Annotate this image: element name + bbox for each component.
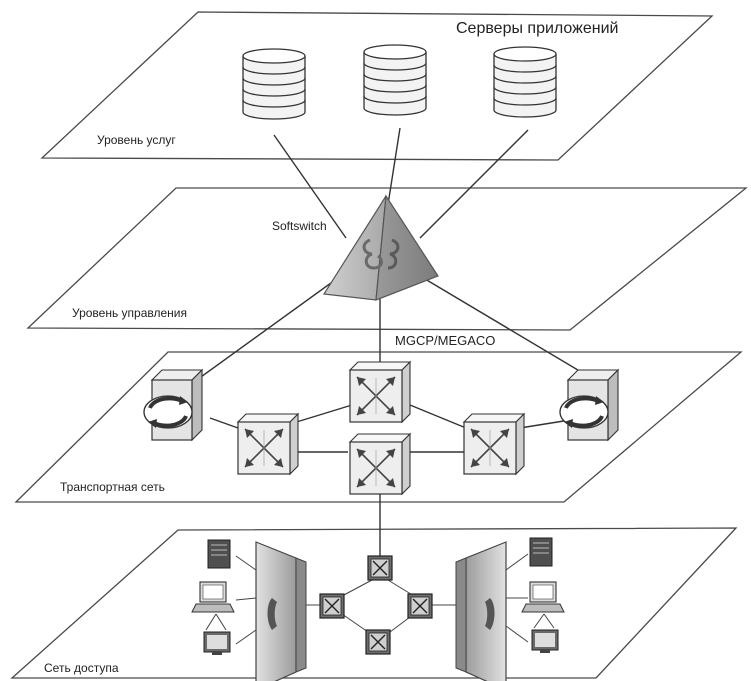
app-servers-label: Серверы приложений bbox=[456, 20, 618, 37]
application-server-icon bbox=[242, 48, 306, 120]
media-gateway-icon bbox=[142, 368, 204, 442]
services-layer-label: Уровень услуг bbox=[97, 133, 176, 147]
core-router-icon bbox=[349, 433, 411, 495]
monitor-icon bbox=[203, 631, 231, 656]
softswitch-label: Softswitch bbox=[272, 219, 327, 233]
protocol-label: MGCP/MEGACO bbox=[395, 333, 495, 348]
application-server-icon bbox=[493, 46, 557, 118]
access-layer-plane bbox=[10, 527, 738, 679]
access-router-icon bbox=[319, 593, 345, 619]
access-router-icon bbox=[365, 629, 391, 655]
telephone-panel-icon bbox=[255, 541, 307, 681]
tower-terminal-icon bbox=[529, 537, 553, 567]
monitor-icon bbox=[531, 629, 559, 654]
softswitch-icon bbox=[322, 194, 439, 301]
application-server-icon bbox=[363, 44, 427, 116]
access-layer-label: Сеть доступа bbox=[44, 661, 119, 675]
media-gateway-icon bbox=[558, 368, 620, 442]
telephone-panel-icon bbox=[455, 541, 507, 681]
edge-router-icon bbox=[463, 413, 525, 475]
control-layer-label: Уровень управления bbox=[72, 306, 187, 320]
access-router-icon bbox=[407, 593, 433, 619]
core-router-icon bbox=[349, 361, 411, 423]
transport-layer-label: Транспортная сеть bbox=[60, 480, 165, 494]
tower-terminal-icon bbox=[207, 539, 231, 569]
access-router-icon bbox=[367, 555, 393, 581]
edge-router-icon bbox=[237, 413, 299, 475]
